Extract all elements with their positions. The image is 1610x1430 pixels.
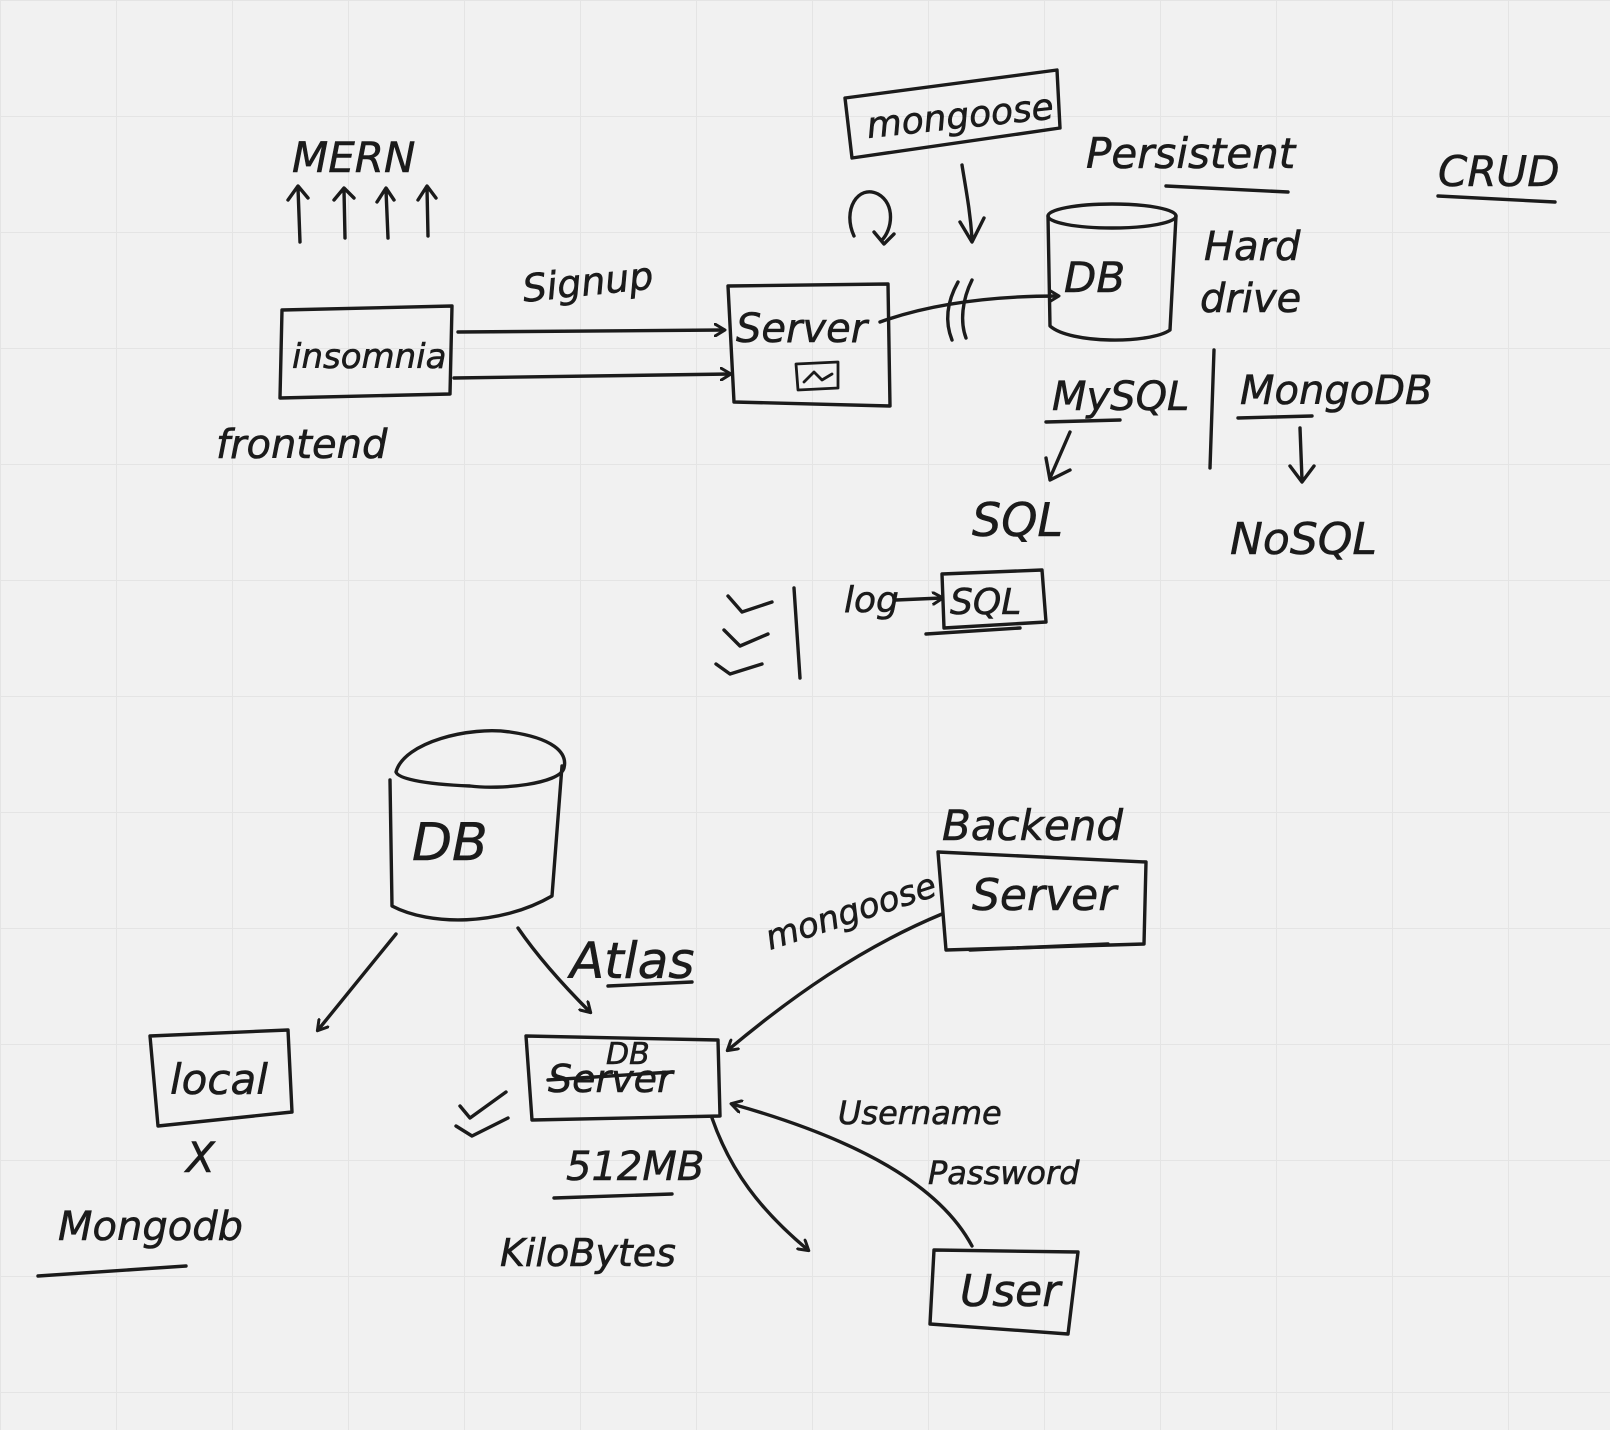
sql-label: SQL	[972, 493, 1063, 547]
kilobytes-label: KiloBytes	[500, 1231, 676, 1275]
db-to-atlas-arrow	[516, 926, 590, 1012]
db-cylinder-bottom: DB	[388, 729, 567, 922]
server-box-top: Server	[726, 282, 892, 408]
hard-label: Hard	[1204, 224, 1301, 270]
mongodb-top-label: MongoDB	[1240, 368, 1432, 414]
nosql-label: NoSQL	[1230, 514, 1377, 565]
mongoose-box: mongoose	[843, 68, 1062, 160]
db-to-local-arrow	[318, 932, 398, 1030]
mongoose-down-arrow	[960, 163, 974, 240]
crud-underline	[1436, 194, 1557, 204]
db-cylinder-top: DB	[1046, 202, 1178, 342]
local-label: local	[170, 1055, 268, 1104]
mongodb-underline	[1236, 414, 1314, 420]
db-small-label: DB	[606, 1037, 650, 1072]
strikethrough-line	[546, 1070, 674, 1082]
size-512-label: 512MB	[566, 1144, 704, 1190]
request-arrow-bottom	[452, 374, 730, 378]
atlas-db-server-box: DB Server	[524, 1034, 722, 1122]
log-label: log	[844, 580, 899, 621]
atlas-label: Atlas	[567, 932, 694, 990]
signup-label: Signup	[520, 253, 655, 310]
server-box-backend: Server	[936, 850, 1148, 952]
server-backend-label: Server	[972, 870, 1119, 921]
sql-small-box: SQL	[924, 568, 1048, 636]
insomnia-box: insomnia	[278, 304, 454, 400]
server-to-db-arrow	[878, 296, 1058, 324]
backend-to-atlas-arrow	[728, 912, 944, 1050]
user-box: User	[928, 1248, 1080, 1336]
break-mark-2	[960, 278, 974, 340]
mysql-underline	[1044, 418, 1122, 424]
x-mark: X	[184, 1133, 216, 1182]
mysql-label: MySQL	[1052, 374, 1189, 420]
sql-small-label: SQL	[950, 582, 1021, 623]
atlas-underline	[606, 980, 694, 988]
persistent-label: Persistent	[1086, 129, 1297, 178]
mongoose-top-label: mongoose	[865, 87, 1056, 147]
mern-up-arrows	[286, 184, 438, 244]
user-label: User	[960, 1266, 1063, 1317]
database-type-divider	[1208, 348, 1216, 470]
password-label: Password	[928, 1154, 1080, 1192]
persistent-underline	[1164, 184, 1290, 194]
db-bottom-label: DB	[412, 813, 488, 873]
insomnia-label: insomnia	[292, 337, 446, 377]
size-512-underline	[552, 1192, 674, 1200]
db-top-label: DB	[1064, 253, 1125, 302]
backend-label: Backend	[942, 801, 1123, 850]
break-mark-1	[946, 280, 960, 342]
request-arrow-top	[456, 330, 724, 332]
done-check-icon-bottom	[454, 1090, 510, 1138]
server-screen-icon	[794, 360, 840, 392]
mysql-to-sql-arrow	[1048, 430, 1072, 480]
mongodb-to-nosql-arrow	[1298, 426, 1304, 482]
mongodb-bottom-underline	[36, 1264, 188, 1278]
mongodb-bottom-label: Mongodb	[58, 1204, 243, 1250]
done-check-icon	[714, 586, 802, 680]
server-top-label: Server	[736, 306, 870, 352]
user-to-atlas-arrow	[732, 1104, 974, 1248]
local-box: local	[148, 1028, 294, 1128]
mongoose-bottom-label: mongoose	[760, 866, 941, 959]
log-to-sql-arrow	[894, 598, 942, 600]
crud-label: CRUD	[1438, 147, 1560, 196]
loop-arrow-icon	[848, 190, 893, 242]
username-label: Username	[838, 1094, 1002, 1132]
drive-label: drive	[1200, 276, 1301, 322]
atlas-outgoing-arrow	[710, 1116, 808, 1250]
frontend-label: frontend	[216, 422, 388, 468]
mern-label: MERN	[292, 133, 415, 182]
